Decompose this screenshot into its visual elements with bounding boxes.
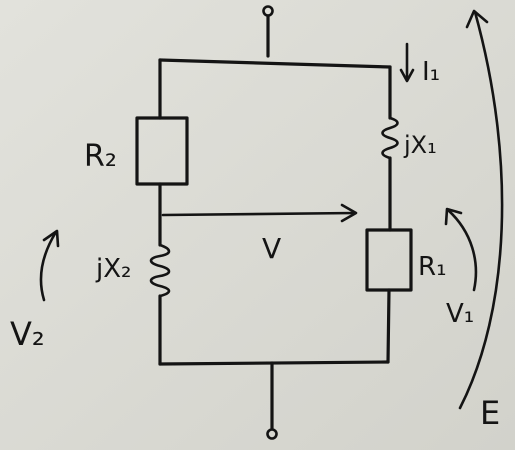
e-arrow-head: [465, 9, 489, 29]
label-e: E: [480, 394, 500, 432]
label-v: V: [262, 232, 281, 265]
right-wire-lower: [386, 288, 391, 364]
label-r1: R₁: [418, 252, 447, 282]
v2-arrow-head: [42, 229, 60, 248]
resistor-r2: [135, 116, 189, 186]
v2-arrow-curve: [39, 230, 58, 302]
inductor-jx2: [149, 243, 171, 298]
v1-arrow-head: [444, 207, 463, 226]
v1-arrow-curve: [446, 208, 478, 292]
label-jx1: jX₁: [403, 131, 437, 159]
bottom-terminal: [266, 428, 278, 440]
i1-arrow-head: [399, 68, 415, 83]
label-v2: V₂: [10, 315, 45, 353]
label-v1: V₁: [446, 299, 474, 329]
e-arrow-curve: [458, 10, 504, 410]
bottom-wire: [158, 360, 390, 366]
v-arrow-line: [161, 211, 357, 217]
label-jx2: jX₂: [95, 254, 131, 284]
inductor-jx1: [381, 116, 399, 160]
top-wire: [158, 58, 392, 69]
label-r2: R₂: [84, 139, 117, 174]
v-arrow-head: [340, 203, 358, 223]
label-i1: I₁: [422, 57, 440, 87]
